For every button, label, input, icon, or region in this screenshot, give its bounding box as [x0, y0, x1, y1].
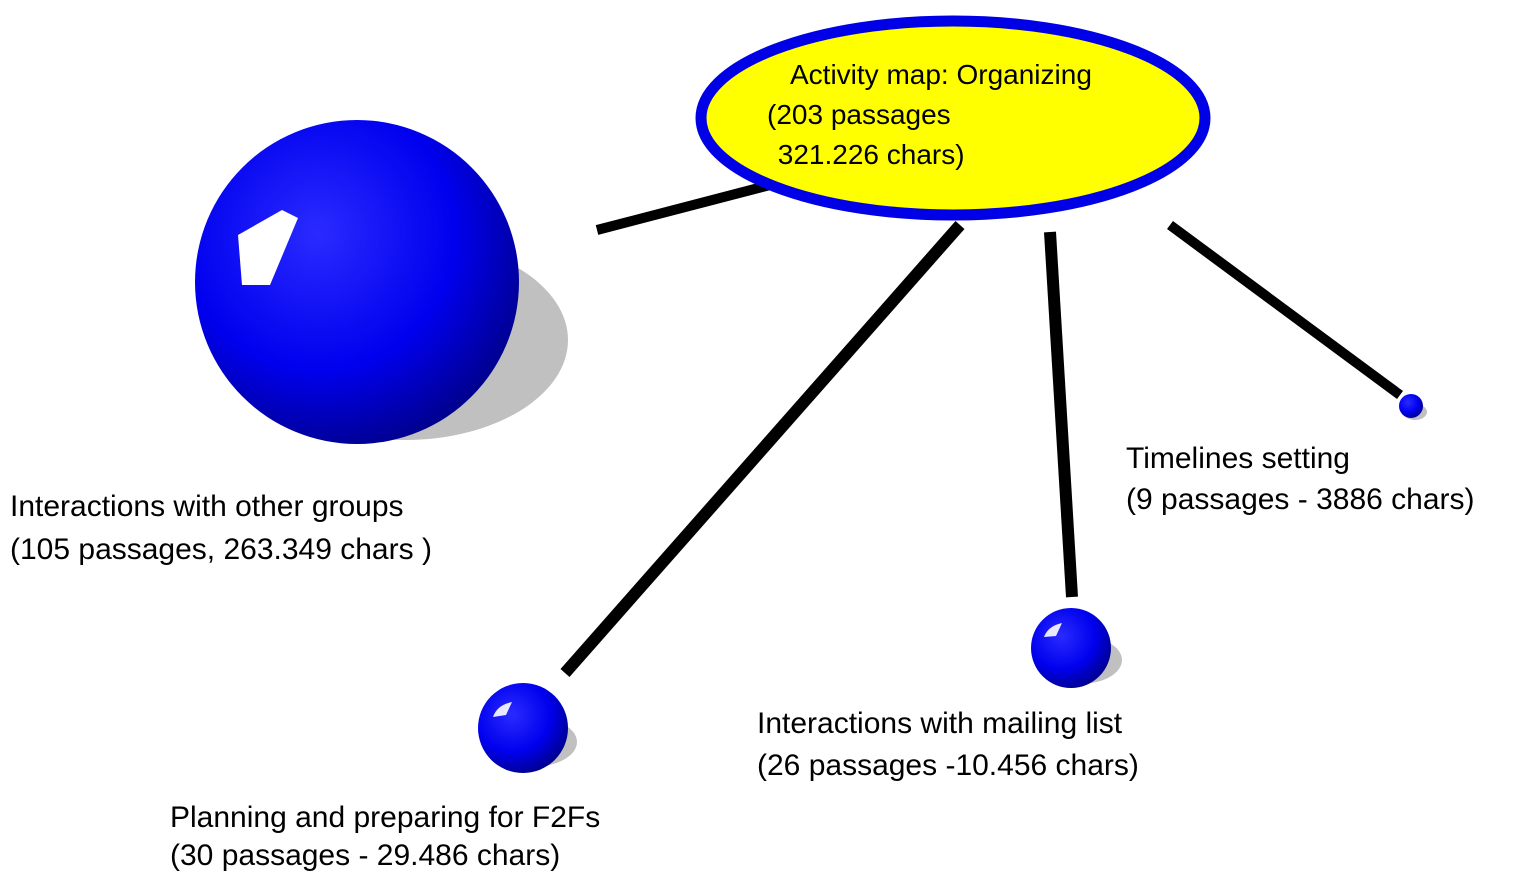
label-timelines-setting: Timelines setting — [1126, 442, 1350, 475]
stats-interactions-other-groups: (105 passages, 263.349 chars ) — [10, 533, 432, 566]
stats-timelines-setting: (9 passages - 3886 chars) — [1126, 483, 1475, 516]
label-interactions-other-groups: Interactions with other groups — [10, 490, 404, 523]
center-ellipse — [695, 15, 1211, 221]
center-title: Activity map: Organizing — [790, 59, 1092, 90]
connector-interactions-other-groups — [595, 180, 772, 235]
sphere-icon-interactions-other-groups — [195, 120, 568, 444]
connector-interactions-mailing-list — [1044, 231, 1078, 598]
connector-timelines-setting — [1167, 220, 1403, 400]
sphere-icon-interactions-mailing-list — [1031, 608, 1122, 688]
stats-planning-f2fs: (30 passages - 29.486 chars) — [170, 839, 561, 872]
center-chars: 321.226 chars) — [770, 139, 965, 170]
sphere-icon-timelines-setting — [1399, 394, 1427, 420]
stats-interactions-mailing-list: (26 passages -10.456 chars) — [757, 749, 1139, 782]
label-planning-f2fs: Planning and preparing for F2Fs — [170, 801, 601, 834]
center-passages: (203 passages — [767, 99, 951, 130]
label-interactions-mailing-list: Interactions with mailing list — [757, 707, 1123, 740]
connector-planning-f2fs — [560, 221, 965, 677]
sphere-icon-planning-f2fs — [478, 683, 577, 773]
